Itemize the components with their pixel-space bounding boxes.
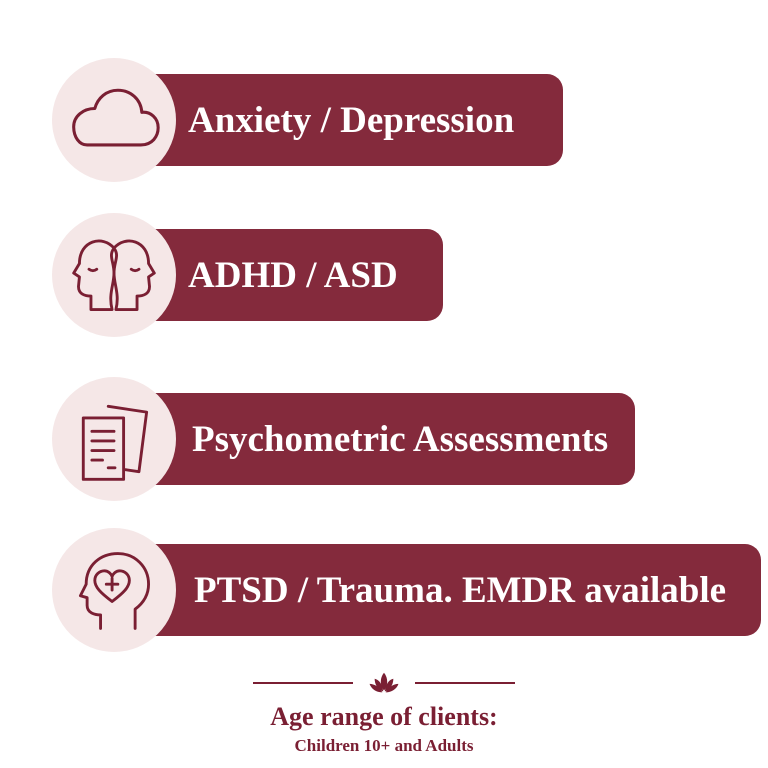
service-item-ptsd: PTSD / Trauma. EMDR available [0,525,768,655]
icon-circle [52,377,176,501]
footer-divider [0,668,768,698]
service-label-pill: ADHD / ASD [150,229,443,321]
service-item-anxiety: Anxiety / Depression [0,55,768,185]
service-label-pill: Anxiety / Depression [150,74,563,166]
service-label: ADHD / ASD [188,254,398,296]
service-label-pill: PTSD / Trauma. EMDR available [150,544,761,636]
service-label: Anxiety / Depression [188,99,515,141]
service-label: PTSD / Trauma. EMDR available [194,569,727,611]
divider-line-right [415,682,515,684]
age-range-title: Age range of clients: [270,702,498,731]
service-label: Psychometric Assessments [192,418,609,460]
icon-circle [52,58,176,182]
icon-circle [52,528,176,652]
icon-circle [52,213,176,337]
service-label-pill: Psychometric Assessments [150,393,635,485]
footer: Age range of clients: Children 10+ and A… [0,668,768,756]
age-range-subtitle: Children 10+ and Adults [294,736,474,755]
two-heads-icon [72,239,156,311]
head-heart-icon [78,552,150,630]
service-item-adhd: ADHD / ASD [0,210,768,340]
service-item-assessments: Psychometric Assessments [0,374,768,504]
lotus-icon [369,672,399,693]
divider-line-left [253,682,353,684]
cloud-icon [72,88,160,147]
documents-icon [81,404,149,481]
